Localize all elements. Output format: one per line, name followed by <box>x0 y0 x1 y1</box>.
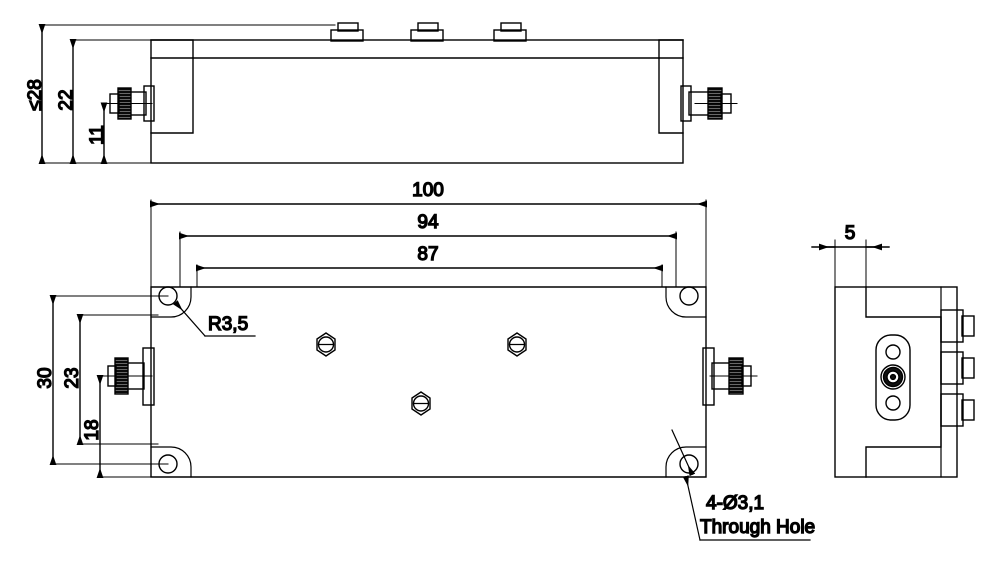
faceplate-screw-hole-bottom <box>885 395 901 411</box>
dimension-label-height-overall: ≤28 <box>25 79 46 111</box>
mounting-hole <box>679 454 699 474</box>
body-outline-side <box>150 39 684 164</box>
connector-tab <box>940 393 975 427</box>
dimension-group-end-step: 5 <box>811 222 890 288</box>
dimension-label-height-body: 22 <box>56 89 77 110</box>
leader-line-radius <box>173 300 206 337</box>
dimension-label-width-23: 23 <box>62 367 83 388</box>
view-plan: 100 94 87 <box>34 179 816 541</box>
corner-fillet-bottom-left <box>150 446 192 478</box>
annotation-label-hole-type: Through Hole <box>700 517 815 538</box>
annotation-label-hole-diameter: 4-Ø3,1 <box>706 493 764 514</box>
connector-left-plan <box>99 347 155 406</box>
annotation-corner-radius: R3,5 <box>173 300 256 337</box>
dimension-label-length-87: 87 <box>417 244 438 265</box>
body-outline-end <box>834 286 958 478</box>
right-flange-side <box>658 39 684 134</box>
corner-fillet-top-right <box>665 286 707 318</box>
mounting-hole <box>679 286 699 306</box>
connector-outer-ring <box>880 364 906 390</box>
connector-face-plate-end <box>875 334 911 421</box>
dimension-group-length: 100 94 87 <box>150 179 707 288</box>
body-outline-plan <box>150 286 707 478</box>
view-end: 5 <box>811 222 975 478</box>
connector-tab <box>940 351 975 385</box>
connector-tab-group-end <box>940 309 975 427</box>
tuning-screw <box>330 22 364 42</box>
dimension-label-height-axis: 11 <box>87 125 108 145</box>
corner-fillet-bottom-right <box>665 446 707 478</box>
annotation-through-hole: 4-Ø3,1 Through Hole <box>671 429 816 541</box>
hex-screw <box>316 332 336 357</box>
connector-center-pin <box>889 373 897 381</box>
leader-line-hole-lower <box>682 475 701 541</box>
faceplate-screw-hole-top <box>885 344 901 360</box>
connector-tab <box>940 309 975 343</box>
hex-screw <box>411 391 431 416</box>
tuning-screw <box>493 22 527 42</box>
dimension-label-width-18: 18 <box>82 419 103 440</box>
tuning-screw <box>410 22 444 42</box>
tuning-screw-group-side <box>330 22 527 42</box>
connector-left-side <box>103 85 155 122</box>
connector-right-side <box>680 85 738 122</box>
view-side-elevation: ≤28 22 11 <box>24 22 738 164</box>
left-flange-side <box>150 39 194 134</box>
hex-screw-group-plan <box>316 332 527 416</box>
leader-line-hole-upper <box>671 429 696 477</box>
dimension-group-height: ≤28 22 11 <box>24 24 336 164</box>
connector-right-plan <box>702 347 758 406</box>
corner-fillet-top-left <box>150 286 192 318</box>
dimension-group-width: 30 23 18 <box>34 295 169 478</box>
annotation-label-radius: R3,5 <box>208 314 248 335</box>
dimension-label-length-94: 94 <box>417 212 439 233</box>
dimension-label-width-30: 30 <box>35 367 56 388</box>
dimension-label-length-overall: 100 <box>412 180 444 201</box>
dimension-label-end-step: 5 <box>845 223 856 244</box>
hex-screw <box>507 332 527 357</box>
